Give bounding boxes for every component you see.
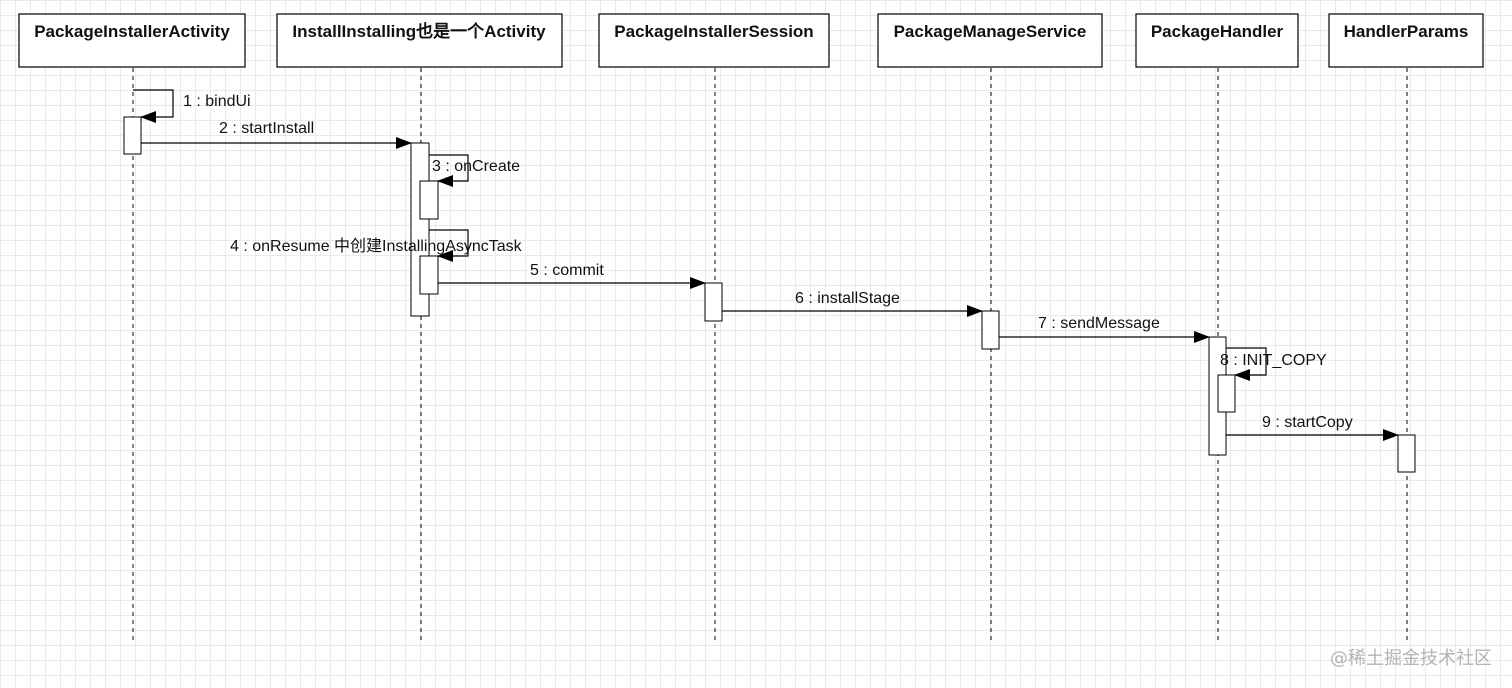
participant-label: HandlerParams — [1344, 22, 1469, 41]
activation-bar — [419, 255, 439, 295]
message-label: 5 : commit — [530, 262, 604, 279]
activations — [123, 116, 1416, 473]
activation-bar — [1217, 374, 1236, 413]
activation-bar — [123, 116, 142, 155]
activation-bar — [704, 282, 723, 322]
message-label: 7 : sendMessage — [1038, 315, 1160, 332]
participant-headers: PackageInstallerActivity InstallInstalli… — [18, 13, 1484, 68]
message-label: 9 : startCopy — [1262, 414, 1353, 431]
participant-package-manage-service: PackageManageService — [877, 13, 1103, 68]
message-arrow — [133, 89, 174, 123]
participant-label: PackageHandler — [1151, 22, 1284, 41]
message-labels: 1 : bindUi 2 : startInstall 3 : onCreate… — [183, 93, 1353, 431]
participant-label: PackageInstallerSession — [614, 22, 813, 41]
participant-label: InstallInstalling也是一个Activity — [292, 21, 546, 41]
message-label: 8 : INIT_COPY — [1220, 352, 1327, 369]
participant-package-installer-session: PackageInstallerSession — [598, 13, 830, 68]
participant-package-handler: PackageHandler — [1135, 13, 1299, 68]
messages — [133, 89, 1399, 441]
message-label: 1 : bindUi — [183, 93, 251, 110]
watermark: @稀土掘金技术社区 — [1330, 648, 1492, 669]
message-label: 3 : onCreate — [432, 158, 520, 175]
message-label: 2 : startInstall — [219, 120, 314, 137]
activation-bar — [419, 180, 439, 220]
message-label: 4 : onResume 中创建InstallingAsyncTask — [230, 237, 523, 255]
message-label: 6 : installStage — [795, 290, 900, 307]
participant-install-installing: InstallInstalling也是一个Activity — [276, 13, 563, 68]
message-arrow — [1226, 347, 1267, 381]
participant-label: PackageManageService — [894, 22, 1087, 41]
participant-package-installer-activity: PackageInstallerActivity — [18, 13, 246, 68]
message-arrow — [429, 154, 469, 187]
activation-bar — [1397, 434, 1416, 473]
message-arrow — [429, 229, 469, 262]
participant-handler-params: HandlerParams — [1328, 13, 1484, 68]
activation-bar — [981, 310, 1000, 350]
participant-label: PackageInstallerActivity — [34, 22, 230, 41]
